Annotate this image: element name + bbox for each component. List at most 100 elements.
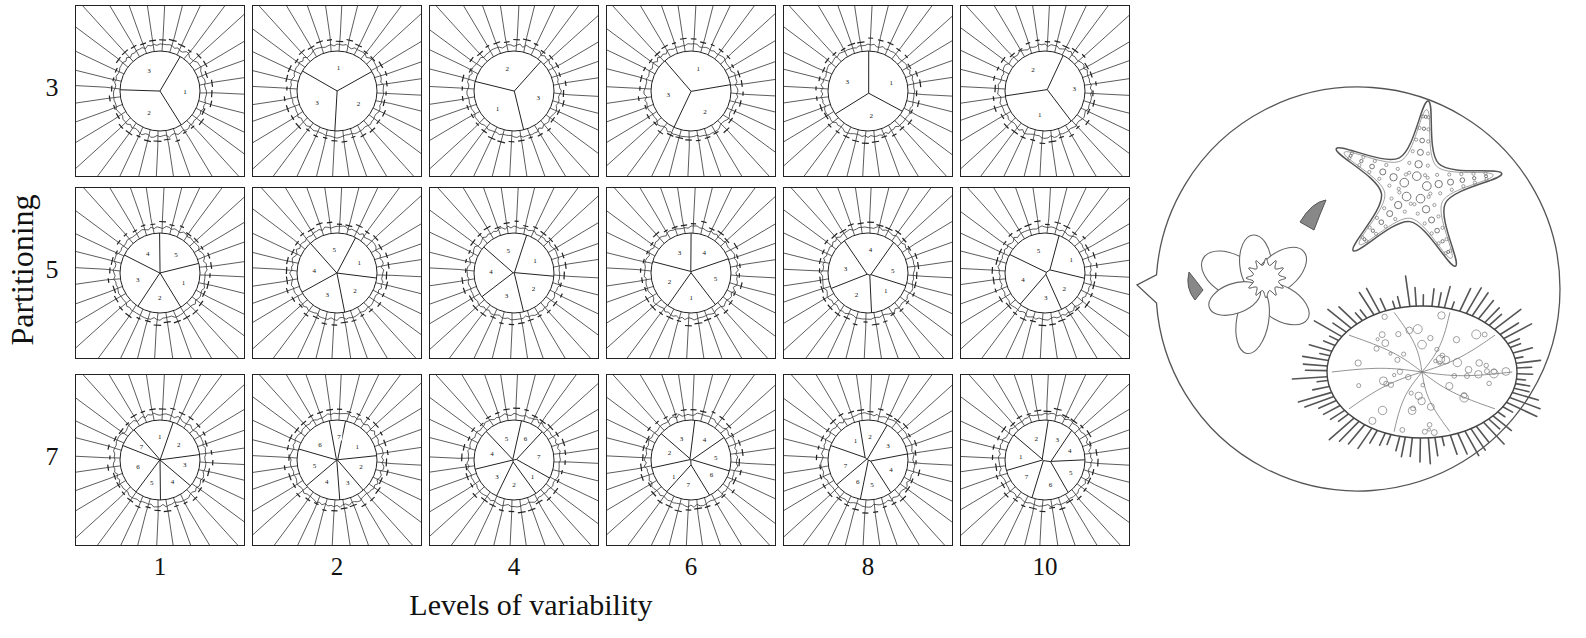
urchin-tubercle bbox=[1382, 340, 1389, 347]
ring-tick bbox=[1049, 323, 1056, 325]
ring-tick bbox=[286, 288, 288, 293]
ring-tick bbox=[159, 39, 166, 41]
urchin-tubercle bbox=[1408, 407, 1416, 415]
inner-circle bbox=[828, 51, 908, 131]
ring-tick bbox=[379, 62, 383, 68]
ring-tick bbox=[685, 139, 691, 141]
cell-number: 3 bbox=[885, 443, 891, 450]
cell-number: 3 bbox=[325, 292, 331, 299]
ray-line bbox=[632, 127, 674, 177]
ray-line bbox=[429, 9, 482, 68]
ray-line bbox=[960, 238, 1006, 263]
ray-line bbox=[252, 104, 299, 138]
ray-line bbox=[252, 112, 303, 164]
inner-circle bbox=[828, 233, 908, 313]
ring-tick bbox=[819, 258, 820, 264]
ray-line bbox=[606, 279, 651, 294]
starfish-pore bbox=[1433, 203, 1436, 206]
ray-line bbox=[1062, 187, 1106, 237]
ring-tick bbox=[1080, 425, 1083, 428]
ring-tick bbox=[724, 310, 728, 314]
ray-line bbox=[77, 123, 136, 177]
cell-number: 6 bbox=[1048, 481, 1054, 488]
ray-line bbox=[960, 5, 1018, 61]
urchin-spine bbox=[1498, 412, 1505, 417]
urchin-spine bbox=[1370, 430, 1378, 443]
ring-tick bbox=[741, 80, 742, 87]
ray-line bbox=[354, 5, 398, 55]
ring-tick bbox=[1093, 252, 1095, 258]
ray-line bbox=[199, 283, 245, 307]
ring-tick bbox=[465, 464, 467, 470]
flower-tip bbox=[1188, 272, 1203, 300]
ring-tick bbox=[906, 301, 909, 305]
starfish-tubercle bbox=[1460, 178, 1465, 183]
partition-edges bbox=[90, 203, 230, 343]
urchin-spine bbox=[1401, 437, 1405, 457]
partition-panel: 1234567 bbox=[960, 374, 1130, 546]
partition-panel-drawing bbox=[429, 187, 599, 359]
ray-line bbox=[606, 190, 659, 249]
ring-tick bbox=[1097, 459, 1099, 467]
ring-tick bbox=[643, 445, 644, 451]
ray-line bbox=[1075, 187, 1130, 246]
ray-line bbox=[429, 84, 474, 89]
ring-tick bbox=[541, 50, 545, 53]
ring-tick bbox=[556, 432, 559, 437]
ring-tick bbox=[1004, 124, 1008, 129]
ring-tick bbox=[116, 57, 120, 63]
ring-tick bbox=[996, 475, 998, 479]
ring-tick bbox=[486, 45, 489, 47]
ray-line bbox=[783, 487, 838, 546]
ring-tick bbox=[1069, 134, 1073, 137]
ring-tick bbox=[199, 301, 203, 306]
ring-tick bbox=[179, 412, 185, 415]
ray-line bbox=[998, 374, 1032, 422]
ring-tick bbox=[691, 223, 696, 224]
ray-line bbox=[783, 481, 834, 532]
ring-tick bbox=[999, 249, 1002, 255]
ring-tick bbox=[170, 225, 175, 226]
urchin-spine bbox=[1393, 301, 1395, 308]
ray-line bbox=[889, 494, 941, 546]
ray-line bbox=[531, 187, 574, 237]
ring-tick bbox=[547, 497, 551, 501]
urchin-tubercle bbox=[1427, 423, 1432, 428]
starfish-pore bbox=[1383, 207, 1386, 210]
ring-tick bbox=[461, 277, 463, 284]
ring-tick bbox=[109, 95, 111, 101]
ring-tick bbox=[736, 254, 738, 258]
urchin-spine bbox=[1348, 425, 1364, 444]
ring-tick bbox=[385, 91, 386, 95]
ray-line bbox=[541, 303, 599, 359]
ring-tick bbox=[841, 48, 845, 51]
ring-tick bbox=[125, 313, 131, 317]
cell-number: 2 bbox=[667, 279, 673, 286]
ray-line bbox=[907, 283, 953, 309]
ring-tick bbox=[382, 293, 384, 297]
ring-tick bbox=[992, 455, 993, 460]
ray-line bbox=[200, 69, 245, 85]
urchin-spine bbox=[1510, 344, 1520, 348]
ring-tick bbox=[705, 137, 710, 139]
ring-tick bbox=[852, 509, 859, 511]
ray-line bbox=[466, 5, 501, 53]
ring-tick bbox=[114, 296, 118, 302]
ray-line bbox=[544, 5, 599, 64]
ray-line bbox=[170, 374, 195, 421]
ray-line bbox=[783, 6, 836, 67]
cell-number: 6 bbox=[523, 436, 529, 443]
ray-line bbox=[1055, 187, 1080, 234]
ring-tick bbox=[481, 497, 487, 502]
starfish-tubercle bbox=[1379, 220, 1384, 225]
urchin-spine bbox=[1313, 387, 1330, 390]
ring-tick bbox=[149, 40, 156, 41]
ray-line bbox=[554, 441, 599, 455]
ring-tick bbox=[144, 140, 151, 142]
urchin-plate-line bbox=[1422, 372, 1495, 409]
urchin-spine bbox=[1314, 321, 1341, 337]
ray-line bbox=[531, 374, 574, 424]
ring-tick bbox=[111, 86, 112, 92]
ring-tick bbox=[523, 225, 528, 226]
ray-line bbox=[783, 492, 844, 546]
